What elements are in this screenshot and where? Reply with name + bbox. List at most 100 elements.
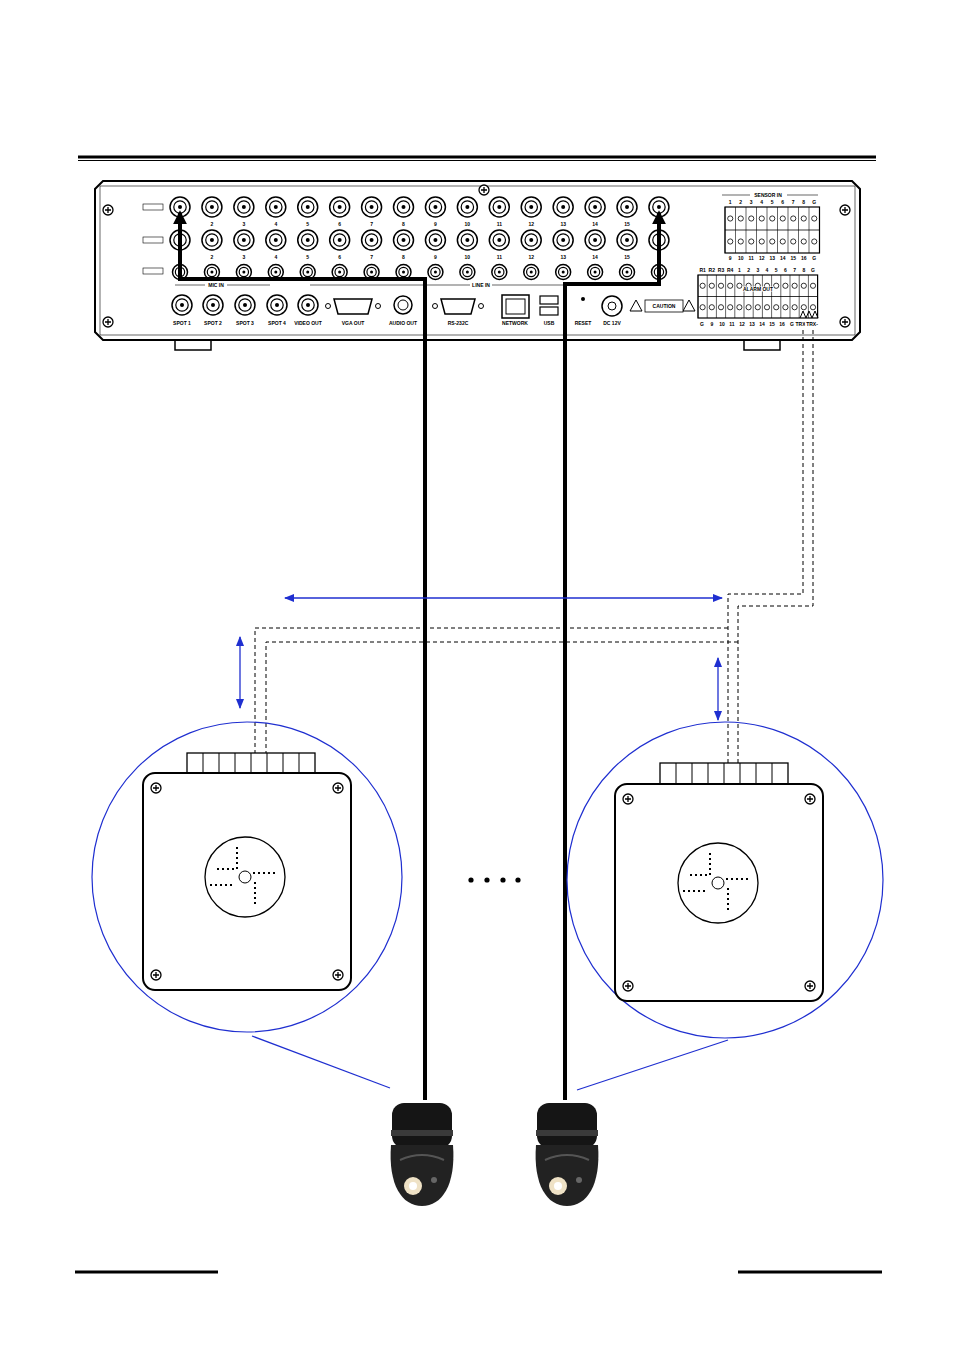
panel-label: SENSOR IN: [753, 193, 783, 198]
panel-label: 14: [591, 222, 599, 227]
panel-label: G: [699, 322, 705, 327]
panel-label: 8: [401, 254, 406, 259]
panel-label: SPOT 1: [172, 321, 192, 326]
panel-label: 4: [273, 222, 278, 227]
panel-label: 9: [728, 256, 733, 261]
panel-label: 10: [718, 322, 726, 327]
panel-label: 4: [765, 268, 770, 273]
panel-label: 11: [728, 322, 735, 327]
panel-label: 12: [738, 322, 746, 327]
panel-label: 10: [464, 254, 472, 259]
panel-label: 7: [792, 268, 797, 273]
panel-label: MIC IN: [207, 283, 225, 288]
panel-label: 2: [210, 222, 215, 227]
rs485-wire: [255, 330, 813, 764]
camera-base-board: [143, 753, 823, 1001]
panel-label: AUDIO OUT: [388, 321, 418, 326]
panel-label: 5: [770, 200, 775, 205]
panel-label: 6: [780, 200, 785, 205]
panel-label: 16: [800, 256, 808, 261]
panel-label: 14: [758, 322, 766, 327]
panel-label: 9: [433, 222, 438, 227]
panel-label: RS-232C: [447, 321, 470, 326]
panel-label: 15: [623, 222, 631, 227]
panel-label: 5: [305, 222, 310, 227]
panel-label: 3: [241, 222, 246, 227]
panel-label: 1: [737, 268, 742, 273]
panel-label: RESET: [574, 321, 593, 326]
panel-label: 5: [774, 268, 779, 273]
header-rule: [78, 160, 876, 161]
header-rule: [78, 156, 876, 159]
panel-label: 3: [749, 200, 754, 205]
panel-label: R1: [698, 268, 706, 273]
panel-label: R4: [726, 268, 734, 273]
panel-label: 13: [559, 254, 567, 259]
continuation-dots: [468, 877, 520, 882]
panel-label: VIDEO OUT: [293, 321, 323, 326]
panel-label: 15: [789, 256, 797, 261]
panel-label: 6: [337, 222, 342, 227]
panel-label: ALARM OUT: [742, 287, 774, 292]
panel-label: 10: [464, 222, 472, 227]
panel-label: 11: [748, 256, 755, 261]
panel-label: 4: [273, 254, 278, 259]
panel-label: 14: [779, 256, 787, 261]
panel-label: CAUTION: [652, 304, 677, 309]
panel-label: 10: [737, 256, 745, 261]
panel-label: 15: [768, 322, 776, 327]
panel-label: USB: [543, 321, 556, 326]
panel-label: 12: [527, 222, 535, 227]
panel-label: 8: [401, 222, 406, 227]
panel-label: R2: [708, 268, 716, 273]
panel-label: 16: [778, 322, 786, 327]
panel-label: 15: [623, 254, 631, 259]
panel-label: 11: [496, 254, 503, 259]
panel-label: SPOT 3: [235, 321, 255, 326]
panel-label: 9: [433, 254, 438, 259]
panel-label: NETWORK: [501, 321, 529, 326]
panel-label: 12: [527, 254, 535, 259]
panel-label: 9: [710, 322, 715, 327]
panel-label: 8: [801, 268, 806, 273]
panel-label: G: [810, 268, 816, 273]
distance-arrow: [240, 598, 722, 720]
panel-label: 4: [759, 200, 764, 205]
panel-label: 14: [591, 254, 599, 259]
panel-label: R3: [717, 268, 725, 273]
panel-label: 13: [768, 256, 776, 261]
panel-label: 3: [241, 254, 246, 259]
panel-label: VGA OUT: [341, 321, 366, 326]
panel-label: TRX-: [805, 322, 819, 327]
panel-label: 2: [738, 200, 743, 205]
footer-rule: [75, 1271, 218, 1274]
panel-label: SPOT 2: [203, 321, 223, 326]
panel-label: 12: [758, 256, 766, 261]
panel-label: DC 12V: [602, 321, 622, 326]
panel-label: 2: [210, 254, 215, 259]
panel-label: 8: [801, 200, 806, 205]
panel-label: 6: [337, 254, 342, 259]
panel-label: G: [811, 256, 817, 261]
panel-label: 6: [783, 268, 788, 273]
ptz-dome-camera: [391, 1103, 599, 1206]
dvr-rear-panel: [95, 181, 860, 350]
panel-label: 7: [791, 200, 796, 205]
panel-label: 13: [559, 222, 567, 227]
panel-label: 2: [746, 268, 751, 273]
termination-resistor: [800, 311, 818, 318]
panel-label: 3: [755, 268, 760, 273]
panel-label: 5: [305, 254, 310, 259]
magnifier: [92, 722, 883, 1090]
panel-label: 11: [496, 222, 503, 227]
footer-rule: [738, 1271, 882, 1274]
panel-label: 1: [728, 200, 733, 205]
panel-label: 13: [748, 322, 756, 327]
panel-label: G: [811, 200, 817, 205]
panel-label: 7: [369, 254, 374, 259]
panel-label: 7: [369, 222, 374, 227]
panel-label: LINE IN: [471, 283, 491, 288]
panel-label: SPOT 4: [267, 321, 287, 326]
